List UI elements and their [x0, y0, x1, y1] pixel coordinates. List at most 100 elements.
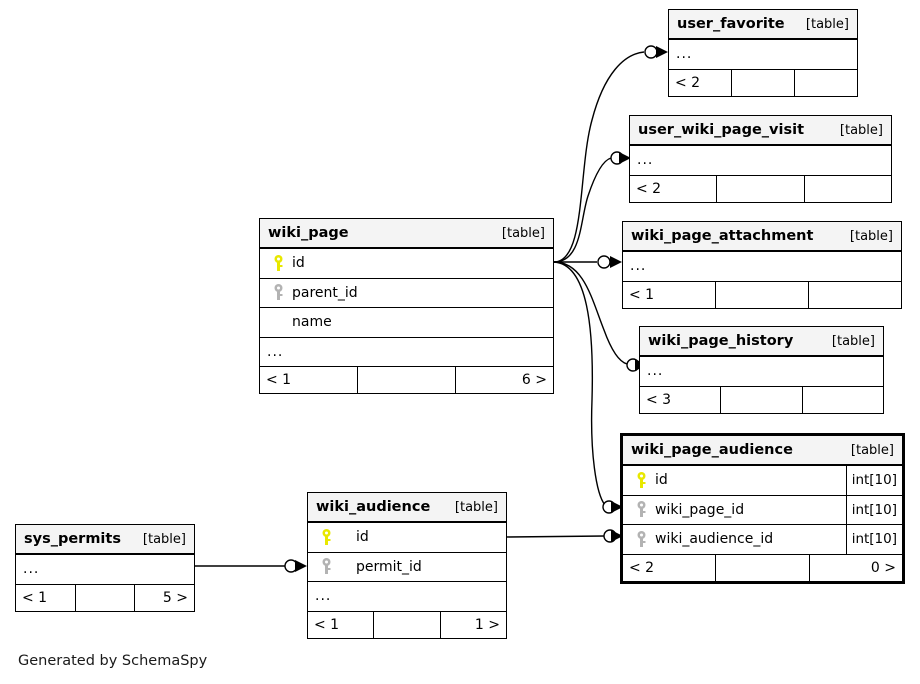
key-gray-icon — [316, 558, 336, 575]
table-header-wiki_page_audience[interactable]: wiki_page_audience [table] — [623, 436, 902, 465]
table-wiki_page_attachment[interactable]: wiki_page_attachment[table]... < 1 — [622, 221, 902, 309]
table-header-user_favorite[interactable]: user_favorite[table] — [669, 10, 857, 39]
table-type-tag: [table] — [839, 122, 883, 138]
table-type-tag: [table] — [805, 16, 849, 32]
more-columns-ellipsis: ... — [637, 152, 654, 169]
table-type-tag: [table] — [142, 531, 186, 547]
key-yellow-icon — [631, 471, 651, 489]
footer-cell — [720, 386, 801, 413]
table-row-ellipsis: ... — [260, 336, 553, 366]
table-name: user_wiki_page_visit — [638, 122, 804, 138]
more-columns-ellipsis: ... — [315, 588, 332, 605]
table-name: wiki_page_history — [648, 333, 794, 349]
table-header-user_wiki_page_visit[interactable]: user_wiki_page_visit [table] — [630, 116, 891, 145]
generated-by-credit: Generated by SchemaSpy — [18, 653, 208, 669]
column-cell: id — [260, 254, 553, 272]
table-row[interactable]: id — [260, 248, 553, 278]
table-user_wiki_page_visit[interactable]: user_wiki_page_visit[table]...< 2 — [629, 115, 892, 203]
table-row-ellipsis: ... — [669, 39, 857, 69]
footer-cell — [794, 69, 857, 96]
column-cell: name — [260, 314, 553, 330]
column-name: id — [655, 472, 668, 489]
footer-cell: < 2 — [629, 559, 655, 576]
column-name: name — [292, 314, 332, 331]
table-header-wiki_page_history[interactable]: wiki_page_history [table] — [640, 327, 883, 356]
footer-cell: < 1 — [314, 616, 340, 633]
footer-cell — [715, 281, 808, 308]
footer-cell: 0 > — [808, 554, 902, 581]
footer-cell: < 2 — [675, 74, 701, 91]
table-footer-wiki_audience: < 1 1 > — [308, 610, 506, 638]
column-name: wiki_audience_id — [655, 531, 774, 548]
more-columns-ellipsis: ... — [676, 46, 693, 63]
column-cell: wiki_page_id — [623, 501, 846, 518]
footer-cell — [373, 611, 439, 638]
table-row-ellipsis: ... — [630, 145, 891, 175]
table-type-tag: [table] — [501, 225, 545, 241]
table-wiki_page_history[interactable]: wiki_page_history [table]... < 3 — [639, 326, 884, 414]
table-row-ellipsis: ... — [640, 356, 883, 386]
column-type: int[10] — [845, 466, 902, 495]
column-cell: id — [308, 528, 506, 546]
footer-cell: 5 > — [134, 584, 194, 611]
table-header-sys_permits[interactable]: sys_permits [table] — [16, 525, 194, 554]
column-name: id — [356, 529, 369, 546]
table-footer-user_favorite: < 2 — [669, 68, 857, 96]
table-type-tag: [table] — [831, 333, 875, 349]
footer-cell: < 1 — [266, 372, 292, 388]
table-row[interactable]: permit_id — [308, 551, 506, 581]
column-cell: permit_id — [308, 558, 506, 575]
column-name: permit_id — [356, 558, 422, 575]
edge-wiki_page-wiki_page_history — [553, 261, 628, 365]
edge-wiki_page-user_wiki_page_visit — [553, 157, 612, 263]
footer-cell: 1 > — [439, 611, 506, 638]
footer-cell — [357, 367, 455, 393]
more-columns-ellipsis: ... — [267, 343, 284, 360]
table-name: wiki_page — [268, 225, 349, 241]
table-footer-wiki_page_history: < 3 — [640, 385, 883, 413]
table-name: wiki_page_attachment — [631, 228, 814, 244]
table-row-ellipsis: ... — [16, 554, 194, 584]
table-header-wiki_audience[interactable]: wiki_audience [table] — [308, 493, 506, 522]
table-name: sys_permits — [24, 531, 121, 547]
table-row-ellipsis: ... — [308, 581, 506, 611]
edge-wiki_page-wiki_page_audience — [553, 261, 606, 506]
footer-cell — [716, 175, 803, 202]
column-name: parent_id — [292, 284, 358, 301]
table-row[interactable]: parent_id — [260, 277, 553, 307]
table-wiki_audience[interactable]: wiki_audience [table] id permit_id... < 1 1 > — [307, 492, 507, 639]
column-cell: id — [623, 471, 846, 489]
table-user_favorite[interactable]: user_favorite[table]... < 2 — [668, 9, 858, 97]
table-header-wiki_page[interactable]: wiki_page [table] — [260, 219, 553, 248]
footer-cell — [74, 584, 135, 611]
footer-cell: < 1 — [629, 286, 655, 303]
table-type-tag: [table] — [454, 499, 498, 515]
table-row-ellipsis: ... — [623, 251, 901, 281]
table-row[interactable]: id int[10] — [623, 465, 902, 495]
footer-cell — [808, 281, 901, 308]
table-header-wiki_page_attachment[interactable]: wiki_page_attachment[table] — [623, 222, 901, 251]
table-footer-wiki_page_audience: < 2 0 > — [623, 553, 902, 581]
key-gray-icon — [631, 501, 651, 518]
footer-cell: 6 > — [455, 367, 553, 393]
table-name: wiki_page_audience — [631, 442, 793, 458]
footer-cell: < 3 — [646, 391, 672, 408]
table-row[interactable]: id — [308, 522, 506, 552]
column-name: id — [292, 255, 305, 272]
column-type: int[10] — [845, 495, 902, 524]
table-row[interactable]: name — [260, 307, 553, 337]
table-type-tag: [table] — [850, 442, 894, 458]
table-footer-wiki_page: < 1 6 > — [260, 366, 553, 393]
footer-cell — [731, 69, 794, 96]
table-footer-wiki_page_attachment: < 1 — [623, 280, 901, 308]
table-name: wiki_audience — [316, 499, 431, 515]
footer-cell — [715, 554, 808, 581]
key-gray-icon — [268, 284, 288, 301]
